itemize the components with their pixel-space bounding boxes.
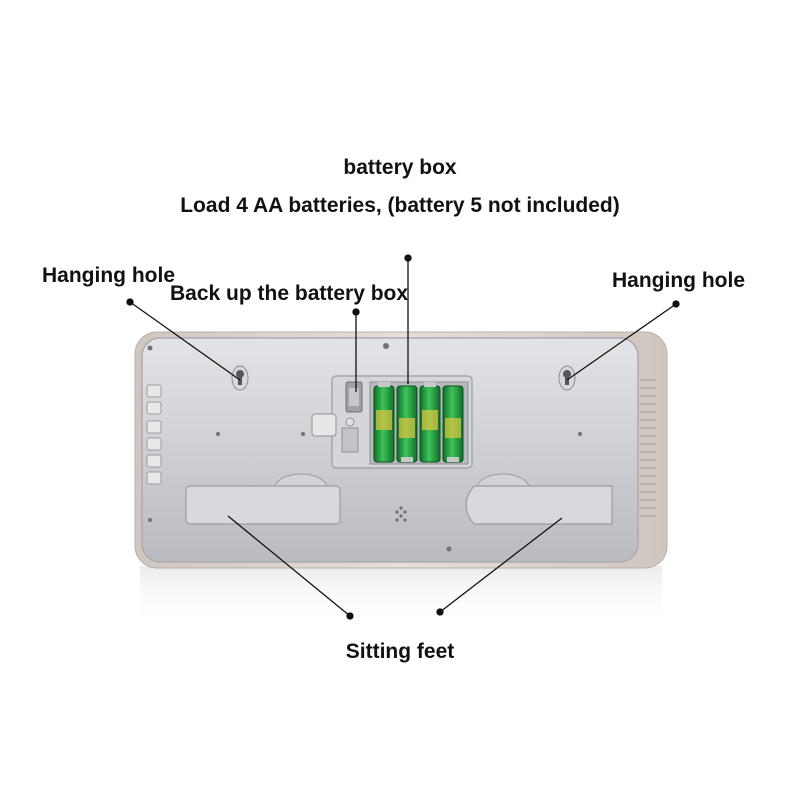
hanging-hole-left-icon	[231, 365, 249, 391]
sitting-foot-right	[465, 473, 613, 525]
vent-grille	[640, 379, 656, 517]
sitting-foot-left	[185, 473, 341, 525]
battery-coin-icon	[345, 417, 355, 427]
latch-tab	[311, 413, 337, 437]
speaker-icon	[395, 506, 407, 522]
aa-battery-2	[396, 385, 418, 463]
pointer-lines	[126, 254, 680, 620]
battery-box-title: battery box	[343, 156, 457, 179]
aa-battery-4	[442, 385, 464, 463]
sitting-feet-label: Sitting feet	[345, 640, 455, 663]
aa-battery-1	[373, 382, 395, 463]
hanging-hole-right-icon	[558, 365, 576, 391]
battery-instructions: Load 4 AA batteries, (battery 5 not incl…	[180, 194, 620, 217]
small-switch	[341, 427, 359, 453]
hanging-hole-right-label: Hanging hole	[612, 269, 745, 292]
hanging-hole-left-label: Hanging hole	[42, 264, 175, 287]
screw-dots	[147, 343, 582, 552]
side-buttons	[146, 384, 162, 485]
aa-battery-3	[419, 382, 441, 463]
backup-battery-label: Back up the battery box	[170, 282, 409, 305]
surface-reflection	[140, 566, 662, 626]
